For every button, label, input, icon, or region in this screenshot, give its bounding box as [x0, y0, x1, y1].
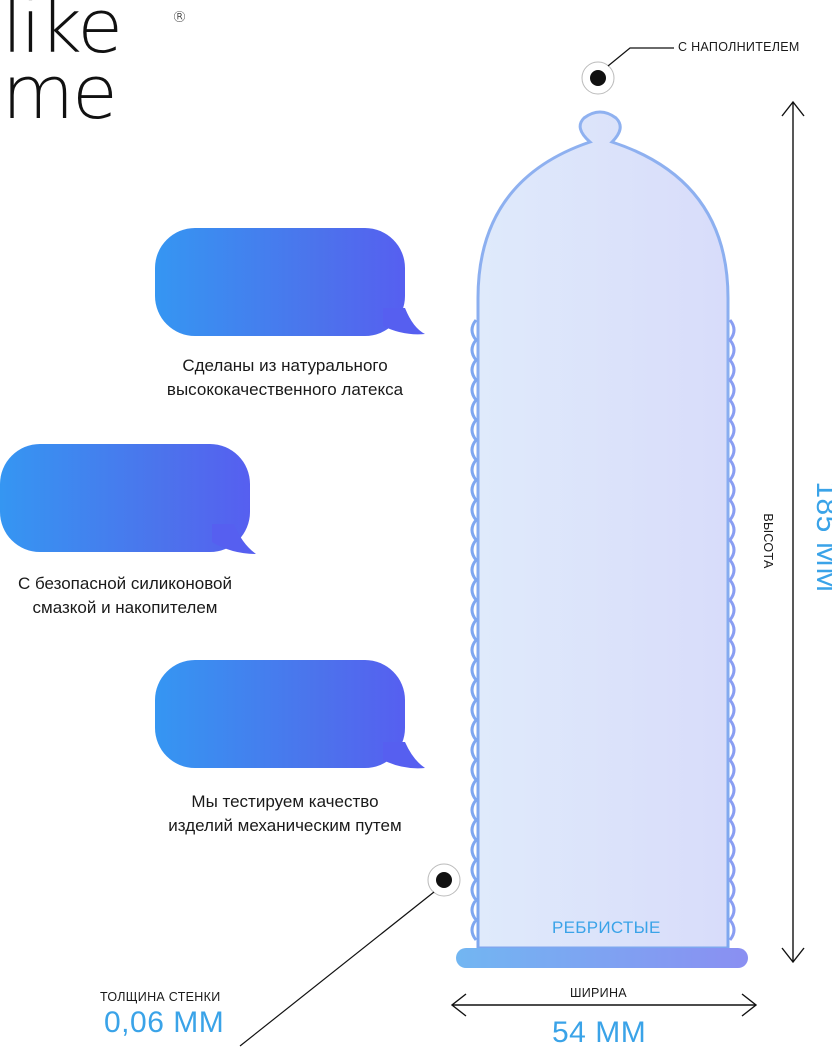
caption-line: смазкой и накопителем	[32, 598, 218, 617]
bubble-body	[0, 444, 250, 552]
condom-ring	[456, 948, 748, 968]
height-arrow	[781, 100, 805, 964]
texture-label: РЕБРИСТЫЕ	[552, 918, 661, 937]
gear-icon	[161, 772, 245, 856]
feature-caption-latex: Сделаны из натурального высококачественн…	[130, 354, 440, 402]
brand-logo: like me ®	[2, 0, 187, 136]
banana-icon	[165, 340, 241, 422]
logo-line-2: me	[2, 50, 118, 136]
width-label: ШИРИНА	[570, 986, 627, 1000]
caption-line: С безопасной силиконовой	[17, 574, 233, 593]
width-value: 54 ММ	[552, 1016, 647, 1049]
condom-illustration	[456, 110, 748, 968]
height-label: ВЫСОТА	[761, 513, 775, 569]
reservoir-marker	[581, 47, 674, 95]
rib-left	[470, 319, 478, 941]
caption-line: изделий механическим путем	[168, 816, 402, 835]
thickness-label: ТОЛЩИНА СТЕНКИ	[100, 990, 221, 1004]
thickness-value: 0,06 ММ	[104, 1006, 225, 1039]
bubble-tail	[383, 742, 425, 769]
caption-line: Сделаны из натурального	[182, 356, 388, 375]
height-value: 185 ММ	[810, 481, 832, 593]
feature-caption-testing: Мы тестируем качество изделий механическ…	[130, 790, 440, 838]
reservoir-label: С НАПОЛНИТЕЛЕМ	[678, 40, 800, 54]
feature-bubble-testing	[155, 660, 425, 863]
feature-bubble-latex	[155, 228, 425, 429]
logo-line-1: like	[2, 0, 123, 70]
bubble-tail	[212, 524, 256, 554]
bubble-body	[155, 228, 405, 336]
bubble-body	[155, 660, 405, 768]
feature-caption-lubricant: С безопасной силиконовой смазкой и накоп…	[0, 572, 250, 620]
feature-bubble-lubricant	[0, 444, 256, 647]
bubble-tail	[383, 308, 425, 335]
caption-line: Мы тестируем качество	[191, 792, 379, 811]
thickness-marker	[239, 863, 461, 1047]
caption-line: высококачественного латекса	[166, 380, 404, 399]
registered-mark: ®	[172, 8, 187, 26]
droplet-recycle-icon	[10, 558, 82, 635]
condom-body	[476, 110, 730, 950]
width-arrow	[450, 993, 758, 1017]
rib-right	[728, 319, 736, 941]
